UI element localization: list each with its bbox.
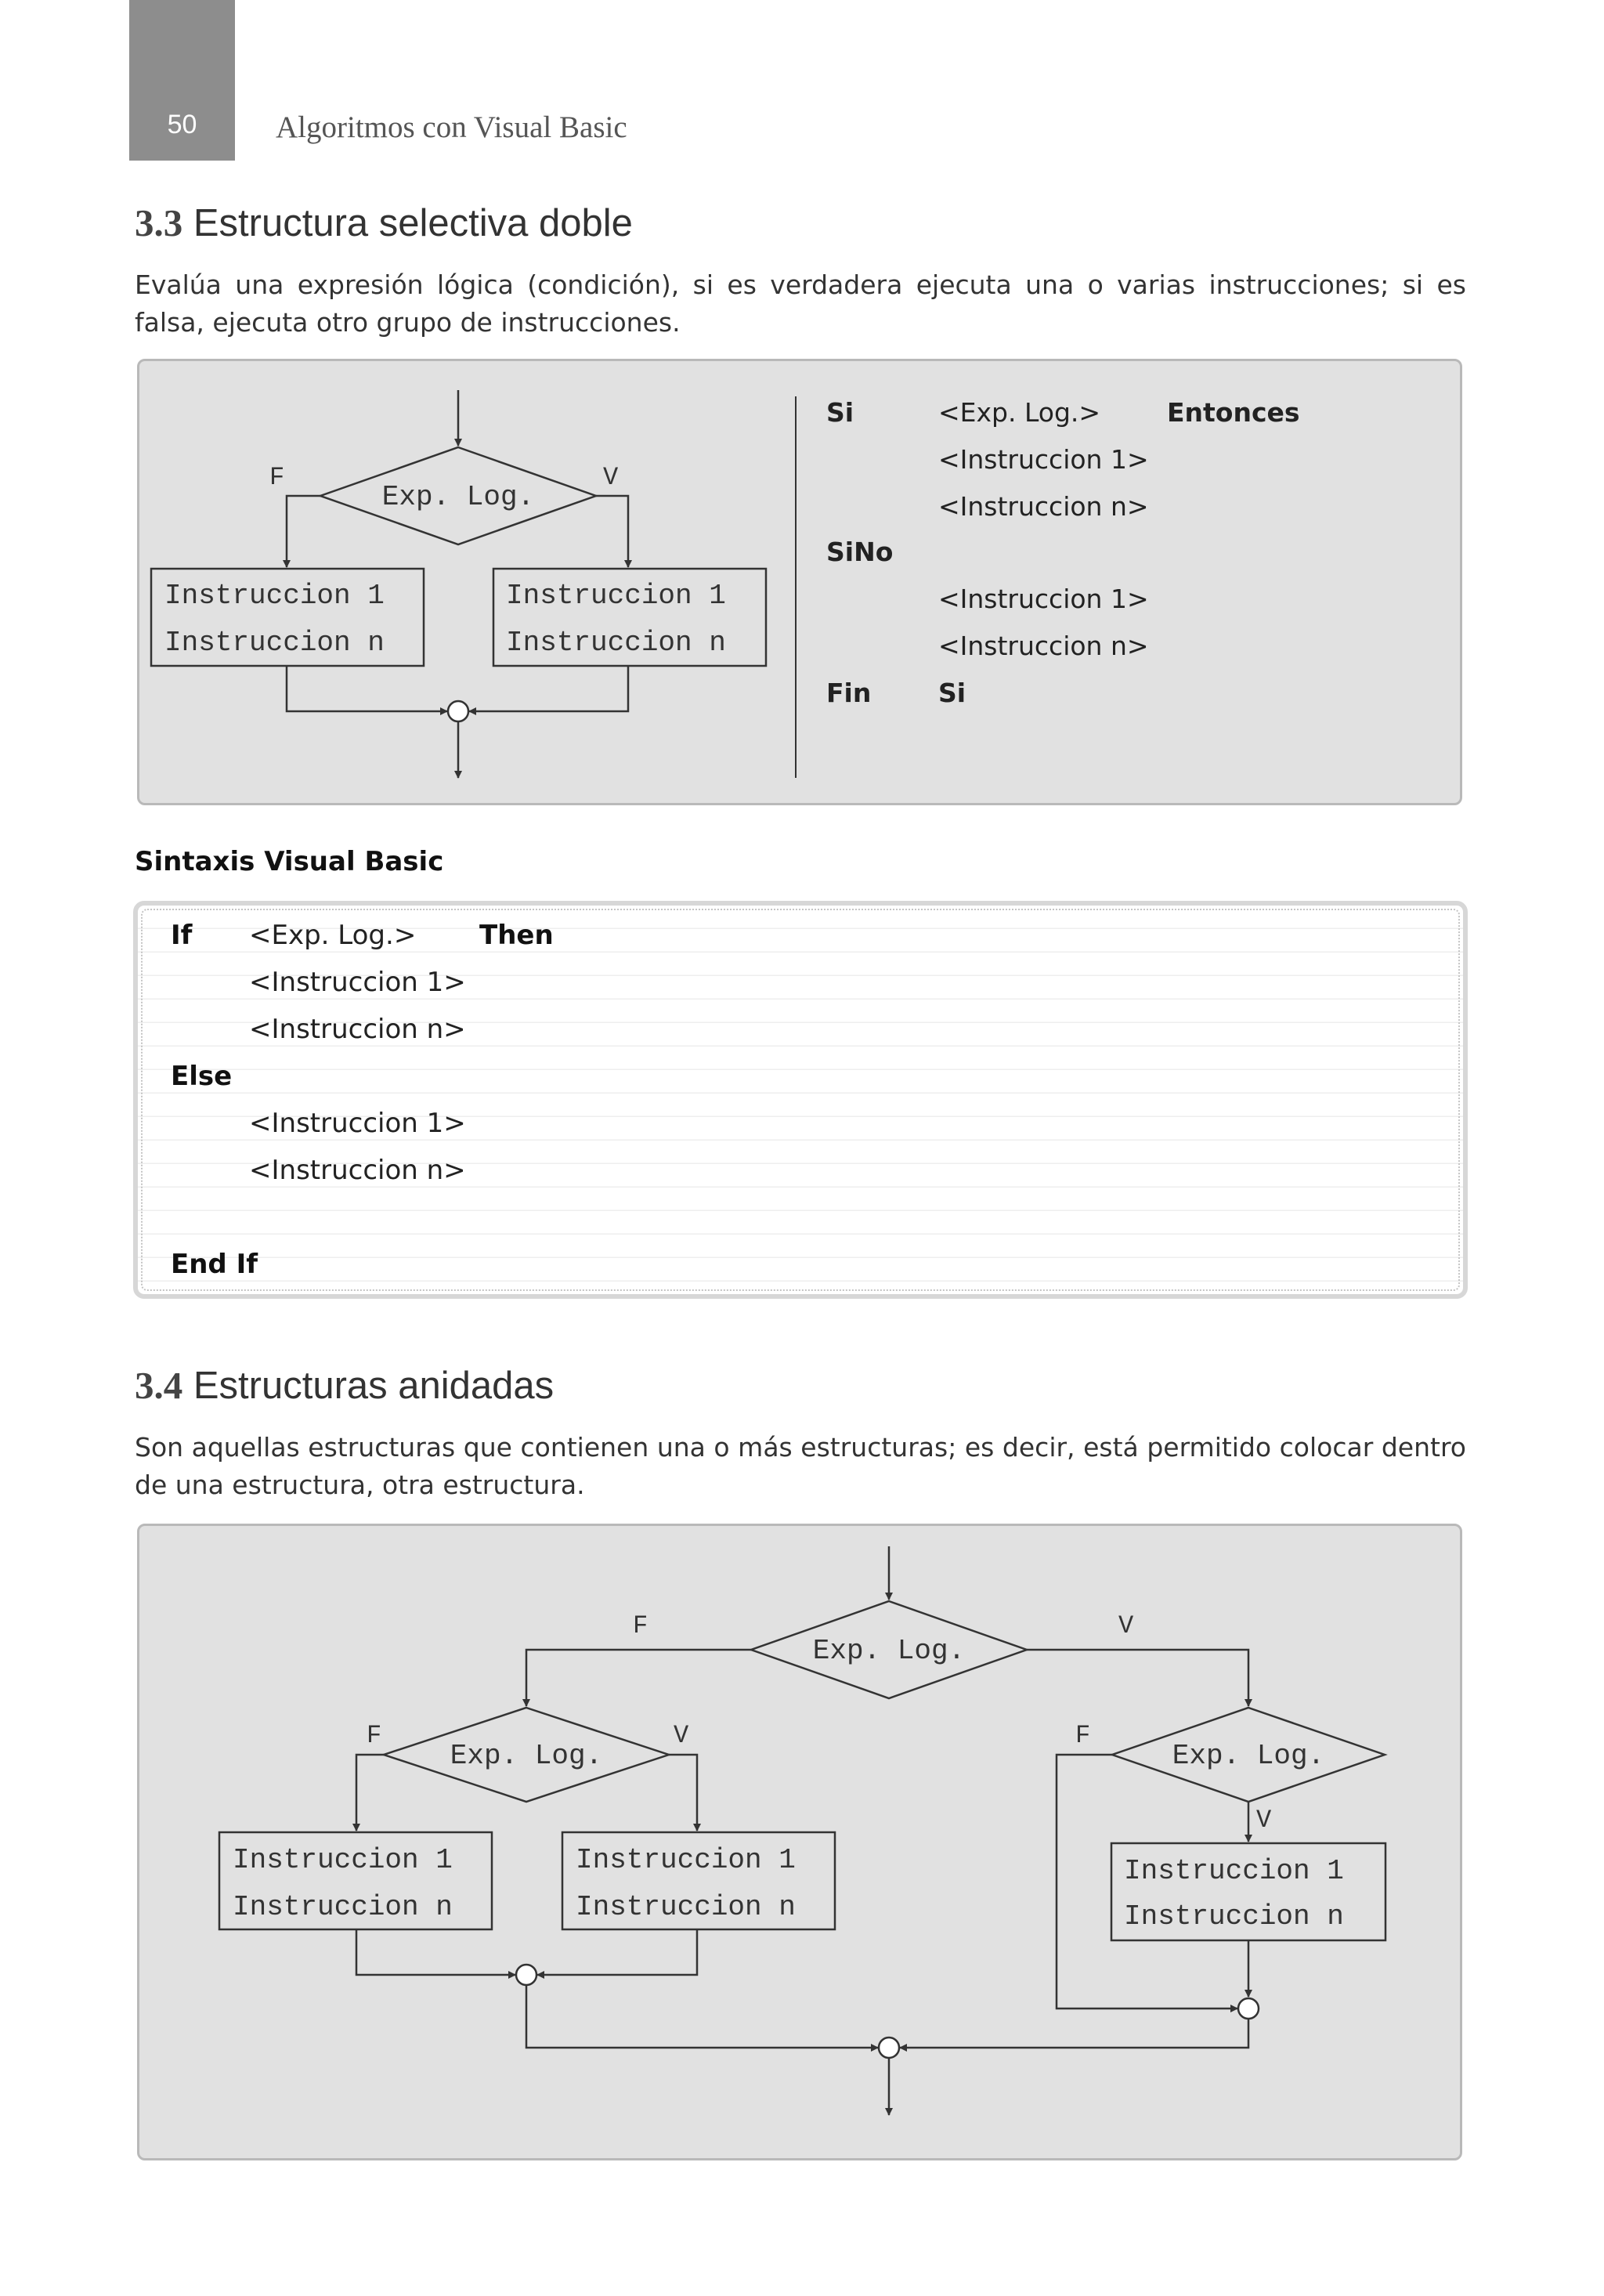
decision-label: Exp. Log.	[382, 481, 534, 513]
running-title: Algoritmos con Visual Basic	[276, 110, 627, 144]
pseudo-instr1-a: <Instruccion 1>	[938, 444, 1149, 475]
left-true-label: V	[674, 1721, 689, 1750]
right-true-label: V	[1256, 1806, 1272, 1835]
code-instrn-a: <Instruccion n>	[249, 1014, 466, 1045]
section-title-3-4: 3.4 Estructuras anidadas	[135, 1363, 554, 1408]
right-merge-connector	[1237, 1997, 1260, 2020]
true-box-line-2: Instruccion n	[506, 627, 726, 659]
top-decision-label: Exp. Log.	[813, 1635, 965, 1667]
figure-box-selectiva-doble: Exp. Log. F V Instruccion 1 Instruccion …	[137, 359, 1462, 805]
pseudo-instrn-a: <Instruccion n>	[938, 491, 1149, 522]
code-then: Then	[479, 920, 554, 951]
pseudo-instr1-b: <Instruccion 1>	[938, 584, 1149, 614]
code-box: If <Exp. Log.> Then <Instruccion 1> <Ins…	[133, 901, 1468, 1299]
section-title-text: Estructura selectiva doble	[193, 202, 633, 244]
left-true-box-line-2: Instruccion n	[576, 1891, 796, 1923]
left-final-merge-line	[525, 1985, 879, 2052]
left-merge-connector	[515, 1963, 538, 1987]
left-false-box-line-2: Instruccion n	[233, 1891, 453, 1923]
left-false-line	[352, 1753, 384, 1831]
false-box-line-1: Instruccion 1	[164, 580, 385, 612]
final-merge-connector	[877, 2036, 901, 2059]
section-number: 3.3	[135, 201, 183, 244]
section-title-3-3: 3.3 Estructura selectiva doble	[135, 201, 633, 245]
pseudo-entonces: Entonces	[1167, 397, 1300, 428]
section-3-4-paragraph: Son aquellas estructuras que contienen u…	[135, 1432, 1466, 1500]
code-if: If	[171, 920, 193, 951]
left-decision-label: Exp. Log.	[450, 1740, 602, 1772]
left-true-merge-line	[536, 1929, 699, 1979]
pseudo-si: Si	[826, 397, 854, 428]
false-box-line-2: Instruccion n	[164, 627, 385, 659]
left-true-box	[561, 1831, 836, 1931]
true-merge-line	[468, 666, 630, 715]
left-false-merge-line	[355, 1929, 516, 1979]
code-exp: <Exp. Log.>	[249, 920, 417, 951]
section-title-text: Estructuras anidadas	[193, 1365, 555, 1407]
right-false-label: F	[1075, 1721, 1090, 1750]
top-decision-diamond	[748, 1600, 1030, 1700]
true-instruction-box	[492, 567, 768, 667]
code-else: Else	[171, 1061, 233, 1092]
top-true-line	[1027, 1648, 1252, 1707]
right-true-box	[1110, 1842, 1387, 1942]
left-true-line	[669, 1753, 701, 1831]
left-false-box-line-1: Instruccion 1	[233, 1844, 453, 1876]
right-false-line	[1055, 1753, 1238, 2012]
left-decision-diamond	[381, 1706, 672, 1803]
section-3-3-paragraph: Evalúa una expresión lógica (condición),…	[135, 269, 1466, 338]
false-branch-line	[283, 494, 320, 568]
code-instrn-b: <Instruccion n>	[249, 1155, 466, 1186]
pseudo-exp: <Exp. Log.>	[938, 397, 1100, 428]
right-decision-label: Exp. Log.	[1172, 1740, 1324, 1772]
figure-box-anidadas: Exp. Log. F V Exp. Log. F V Instruccion …	[137, 1524, 1462, 2160]
right-true-box-line-1: Instruccion 1	[1124, 1855, 1344, 1887]
true-box-line-1: Instruccion 1	[506, 580, 726, 612]
flowchart-selectiva-doble: Exp. Log. F V Instruccion 1 Instruccion …	[150, 390, 1300, 779]
false-merge-line	[285, 666, 448, 715]
pseudo-instrn-b: <Instruccion n>	[938, 631, 1149, 661]
code-instr1-b: <Instruccion 1>	[249, 1108, 466, 1139]
merge-connector	[446, 700, 470, 723]
left-true-box-line-1: Instruccion 1	[576, 1844, 796, 1876]
pseudo-sino: SiNo	[826, 537, 893, 567]
code-end-if: End If	[171, 1249, 258, 1280]
top-false-label: F	[633, 1611, 648, 1640]
syntax-label: Sintaxis Visual Basic	[135, 846, 444, 877]
section-number: 3.4	[135, 1364, 183, 1407]
pseudo-fin: Fin	[826, 678, 871, 708]
code-instr1-a: <Instruccion 1>	[249, 967, 466, 998]
top-true-label: V	[1118, 1611, 1134, 1640]
true-label: V	[603, 463, 619, 492]
left-false-box	[218, 1831, 493, 1931]
false-instruction-box	[150, 567, 425, 667]
page-number: 50	[167, 110, 197, 139]
true-branch-line	[596, 494, 632, 568]
false-label: F	[269, 463, 284, 492]
decision-diamond	[317, 446, 599, 546]
top-false-line	[522, 1648, 751, 1707]
flowchart-anidadas: Exp. Log. F V Exp. Log. F V Instruccion …	[218, 1546, 1388, 2116]
pseudo-fin-si: Si	[938, 678, 966, 708]
right-true-box-line-2: Instruccion n	[1124, 1900, 1344, 1933]
page-number-tab	[129, 0, 235, 161]
left-false-label: F	[367, 1721, 381, 1750]
right-final-merge-line	[899, 2019, 1250, 2052]
